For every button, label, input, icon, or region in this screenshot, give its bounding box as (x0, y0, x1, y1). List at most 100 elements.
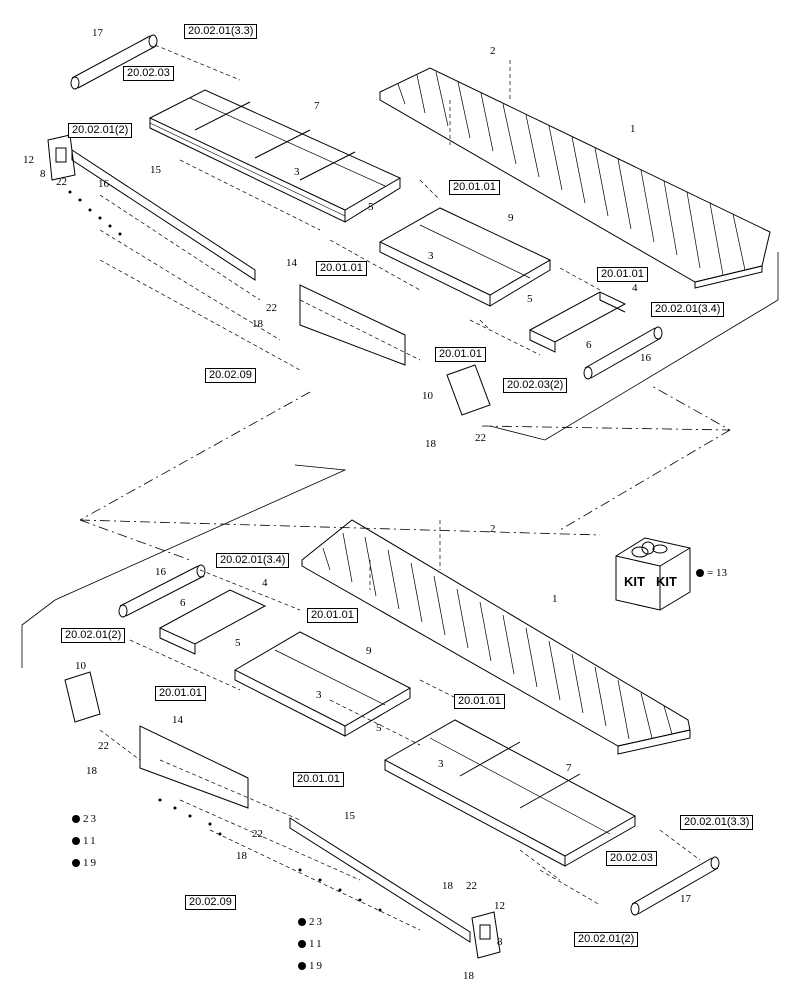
bottom-frame-9 (233, 631, 412, 737)
callout-top-3a: 3 (294, 166, 300, 178)
ref-top-20-02-03-2[interactable]: 20.02.03(2) (503, 378, 568, 393)
bullet-icon (298, 962, 306, 971)
callout-bottom-5b: 5 (376, 722, 382, 734)
ref-bottom-20-01-01-d[interactable]: 20.01.01 (293, 772, 344, 787)
legend-left-19: 19 (72, 856, 98, 870)
bottom-phantom-lines (79, 519, 601, 561)
callout-top-16b: 16 (640, 352, 651, 364)
ref-bottom-20-02-03[interactable]: 20.02.03 (606, 851, 657, 866)
bottom-plate-10 (64, 671, 101, 723)
callout-bottom-10: 10 (75, 660, 86, 672)
ref-top-20-02-01-3-4[interactable]: 20.02.01(3.4) (651, 302, 725, 317)
bullet-icon (72, 815, 80, 824)
ref-top-20-01-01-b[interactable]: 20.01.01 (316, 261, 367, 276)
callout-top-5a: 5 (368, 201, 374, 213)
top-panel-14 (299, 284, 406, 366)
ref-top-20-02-01-2[interactable]: 20.02.01(2) (68, 123, 133, 138)
callout-top-18: 18 (252, 318, 263, 330)
kit-equals-text: = 13 (707, 567, 727, 579)
bottom-frame-4 (158, 589, 267, 655)
top-plate-12 (47, 134, 76, 181)
callout-bottom-14: 14 (172, 714, 183, 726)
legend-left-23: 23 (72, 812, 98, 826)
callout-bottom-12: 12 (494, 900, 505, 912)
ref-top-20-01-01-d[interactable]: 20.01.01 (435, 347, 486, 362)
kit-bullet-icon (696, 569, 704, 578)
ref-bottom-20-02-01-2-b[interactable]: 20.02.01(2) (574, 932, 639, 947)
top-belt-cover (379, 67, 771, 289)
ref-bottom-20-01-01-c[interactable]: 20.01.01 (454, 694, 505, 709)
top-plate-10 (446, 364, 491, 416)
callout-bottom-1: 1 (552, 593, 558, 605)
ref-top-20-02-09[interactable]: 20.02.09 (205, 368, 256, 383)
legend-right-19: 19 (298, 959, 324, 973)
callout-top-8: 8 (40, 168, 46, 180)
top-panel-15 (71, 149, 256, 281)
ref-bottom-20-02-01-2[interactable]: 20.02.01(2) (61, 628, 126, 643)
callout-top-5b: 5 (527, 293, 533, 305)
callout-top-22b: 22 (266, 302, 277, 314)
callout-top-17: 17 (92, 27, 103, 39)
kit-box (615, 537, 691, 611)
ref-bottom-20-01-01-b[interactable]: 20.01.01 (155, 686, 206, 701)
callout-bottom-22c: 22 (466, 880, 477, 892)
ref-top-20-01-01-c[interactable]: 20.01.01 (597, 267, 648, 282)
top-frame-4 (528, 291, 627, 353)
ref-top-20-02-03[interactable]: 20.02.03 (123, 66, 174, 81)
callout-top-12: 12 (23, 154, 34, 166)
callout-bottom-18c: 18 (442, 880, 453, 892)
callout-top-14: 14 (286, 257, 297, 269)
callout-top-18b: 18 (425, 438, 436, 450)
ref-bottom-20-02-01-3-4[interactable]: 20.02.01(3.4) (216, 553, 290, 568)
callout-top-4: 4 (632, 282, 638, 294)
top-roller-17 (70, 34, 158, 90)
callout-bottom-18a: 18 (86, 765, 97, 777)
bottom-leaders (99, 520, 701, 931)
legend-left-11: 11 (72, 834, 98, 848)
bottom-panel-15 (289, 817, 471, 943)
callout-bottom-9: 9 (366, 645, 372, 657)
bottom-roller-16 (118, 564, 206, 618)
kit-word-right: KIT (656, 574, 677, 589)
top-frame-9 (378, 207, 552, 307)
legend-right: 23 11 19 (298, 915, 324, 973)
callout-top-3b: 3 (428, 250, 434, 262)
bottom-frame-7 (383, 719, 637, 867)
callout-bottom-22b: 22 (252, 828, 263, 840)
callout-bottom-18d: 18 (463, 970, 474, 982)
legend-right-23: 23 (298, 915, 324, 929)
callout-bottom-3a: 3 (316, 689, 322, 701)
callout-top-22: 22 (56, 176, 67, 188)
bottom-roller-17 (630, 856, 720, 916)
ref-bottom-20-02-01-3-3[interactable]: 20.02.01(3.3) (680, 815, 754, 830)
callout-bottom-8: 8 (497, 936, 503, 948)
callout-top-9: 9 (508, 212, 514, 224)
kit-word-left: KIT (624, 574, 645, 589)
kit-equals-13: = 13 (696, 567, 727, 579)
bullet-icon (72, 837, 80, 846)
ref-bottom-20-02-09[interactable]: 20.02.09 (185, 895, 236, 910)
callout-bottom-17: 17 (680, 893, 691, 905)
callout-bottom-22a: 22 (98, 740, 109, 752)
callout-top-1: 1 (630, 123, 636, 135)
callout-bottom-7: 7 (566, 762, 572, 774)
callout-top-6: 6 (586, 339, 592, 351)
callout-bottom-18b: 18 (236, 850, 247, 862)
bottom-plate-12 (471, 911, 501, 959)
callout-top-15: 15 (150, 164, 161, 176)
ref-top-20-01-01-a[interactable]: 20.01.01 (449, 180, 500, 195)
callout-top-16a: 16 (98, 178, 109, 190)
ref-bottom-20-01-01-a[interactable]: 20.01.01 (307, 608, 358, 623)
top-leaders (99, 44, 601, 371)
top-roller-16 (583, 326, 663, 380)
top-frame-7 (148, 89, 402, 223)
bottom-panel-14 (139, 725, 249, 809)
callout-bottom-6: 6 (180, 597, 186, 609)
ref-top-20-02-01-3-3[interactable]: 20.02.01(3.3) (184, 24, 258, 39)
bullet-icon (298, 918, 306, 927)
callout-bottom-5a: 5 (235, 637, 241, 649)
callout-bottom-3b: 3 (438, 758, 444, 770)
legend-left: 23 11 19 (72, 812, 98, 870)
bullet-icon (72, 859, 80, 868)
